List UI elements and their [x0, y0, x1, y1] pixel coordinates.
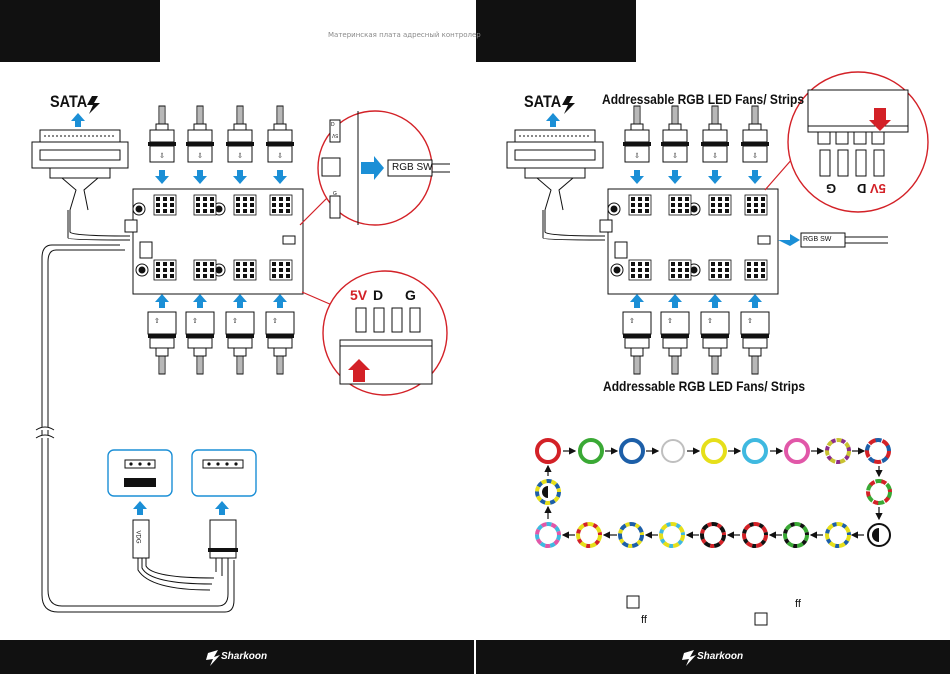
heading-fans-bottom: Addressable RGB LED Fans/ Strips	[603, 378, 805, 394]
brand-right: Sharkoon	[697, 651, 743, 662]
pattern-icon	[755, 613, 767, 625]
right-sata-label: SATA	[524, 92, 561, 112]
left-small-pin-g: G	[333, 191, 337, 197]
left-sata-connector	[32, 96, 128, 210]
left-pin-d: D	[373, 287, 383, 303]
left-pin-5v: 5V	[350, 287, 367, 303]
note-glyph-2: ff	[641, 614, 647, 626]
right-pin-d: D	[857, 181, 866, 196]
arrow-up-icon	[71, 113, 85, 127]
lightning-icon	[87, 96, 100, 114]
cable-break-icon	[36, 427, 54, 438]
left-bottom-plugs	[148, 294, 294, 374]
brand-left: Sharkoon	[221, 651, 267, 662]
cable-label: VDG	[135, 530, 141, 543]
right-sata-connector	[507, 96, 603, 210]
right-top-plugs	[623, 106, 769, 184]
right-switch-cable	[778, 233, 888, 247]
right-pin-5v: 5V	[870, 181, 886, 196]
ring-green	[580, 440, 602, 462]
heading-fans-top: Addressable RGB LED Fans/ Strips	[602, 91, 804, 107]
ring-red	[537, 440, 559, 462]
note-glyph-1: ff	[795, 598, 801, 610]
left-top-plugs	[148, 106, 294, 184]
pattern-icon	[627, 596, 639, 608]
ring-white	[662, 440, 684, 462]
right-bottom-plugs	[623, 294, 769, 374]
left-small-pin-5v: 5V	[332, 132, 338, 138]
left-sata-label: SATA	[50, 92, 87, 112]
ring-cyan	[744, 440, 766, 462]
right-hub-board	[600, 189, 778, 294]
color-cycle-diagram	[537, 440, 890, 546]
ring-pink	[786, 440, 808, 462]
ring-blue	[621, 440, 643, 462]
left-hub-board	[125, 189, 303, 294]
left-small-pin-d: D	[331, 122, 335, 128]
left-switch-label: RGB SW	[392, 162, 433, 173]
right-pin-g: G	[826, 181, 836, 196]
right-switch-label: RGB SW	[803, 236, 831, 243]
left-pin-g: G	[405, 287, 416, 303]
ring-multicolor	[867, 440, 889, 462]
ring-yellow	[703, 440, 725, 462]
sharkoon-logo-icon	[206, 650, 696, 666]
ring-multicolor	[827, 440, 849, 462]
